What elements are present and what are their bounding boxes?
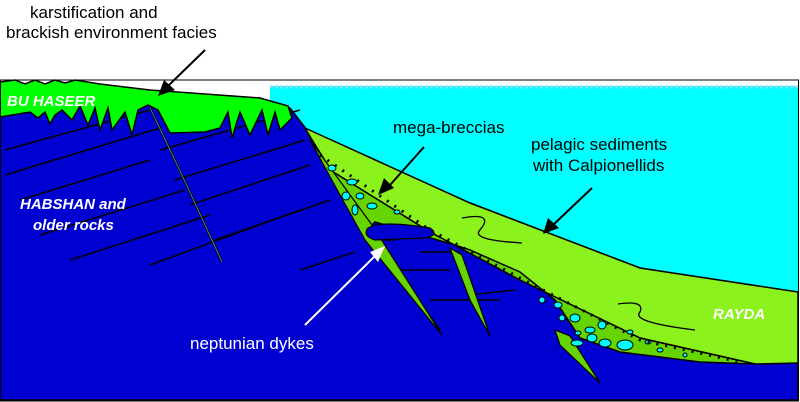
breccia-clasts [327,164,688,358]
slump-line [617,302,696,331]
bu-haseer-unit [0,79,293,139]
karst-label-line2: brackish environment facies [6,23,217,42]
bu-haseer-label: BU HASEER [7,93,96,110]
karst-label-line1: karstification and [30,3,158,22]
arrow-heads [158,80,559,262]
fault-line-inner [149,107,223,263]
breccia-dotted-boundary [319,153,741,364]
rayda-label: RAYDA [713,306,766,323]
neptunian-dyke [448,246,491,337]
neptunian-dyke [554,328,601,384]
neptunian-dykes-label: neptunian dykes [190,334,314,353]
habshan-label-line2: older rocks [33,217,114,234]
habshan-label-line1: HABSHAN and [20,196,126,213]
pelagic-label-line1: pelagic sediments [531,135,668,154]
dyke-cavity [365,223,435,241]
mega-breccias-label: mega-breccias [393,118,505,137]
slump-line [461,215,523,244]
label-arrows [167,49,593,326]
pelagic-label-line2: with Calpionellids [533,156,665,175]
frame [0,79,799,402]
